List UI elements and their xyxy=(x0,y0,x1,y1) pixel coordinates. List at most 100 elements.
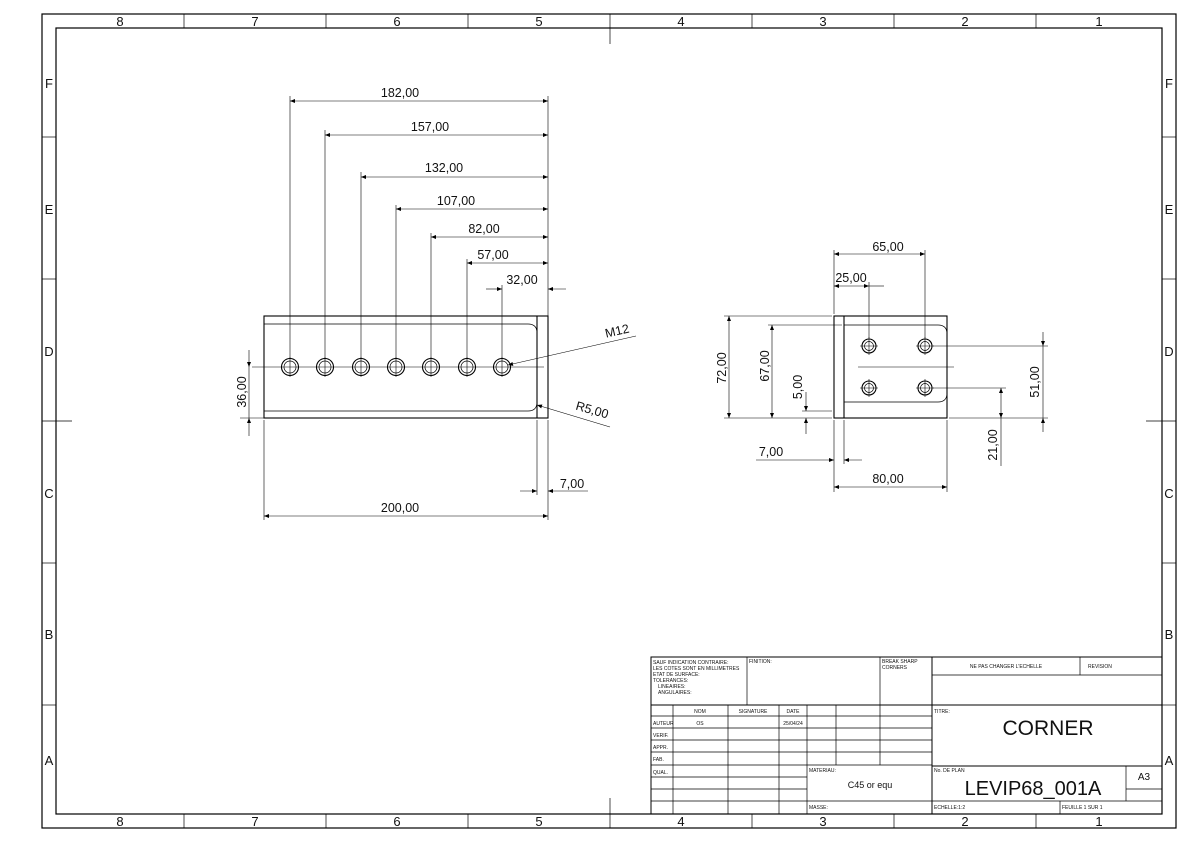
dim-51: 51,00 xyxy=(1028,366,1042,397)
hole xyxy=(916,337,934,355)
scale-note: NE PAS CHANGER L'ECHELLE xyxy=(970,664,1043,670)
zone-labels-top: 8 7 6 5 4 3 2 1 xyxy=(116,14,1102,29)
zone-col-label: 3 xyxy=(819,14,826,29)
m12-holes xyxy=(280,357,512,377)
sheet-size: A3 xyxy=(1138,772,1151,783)
zone-row-label: C xyxy=(44,486,53,501)
revision-label: REVISION xyxy=(1088,664,1112,670)
end-left-dimensions: 72,00 67,00 5,00 xyxy=(715,315,842,434)
zone-row-label: E xyxy=(45,202,54,217)
zone-row-label: E xyxy=(1165,202,1174,217)
bottom-dimensions: 200,00 7,00 xyxy=(263,420,588,520)
dim-107: 107,00 xyxy=(437,194,475,208)
note-line: SAUF INDICATION CONTRAIRE: xyxy=(653,660,728,666)
hole xyxy=(421,357,441,377)
role-label: FAB. xyxy=(653,757,664,763)
zone-col-label: 7 xyxy=(251,14,258,29)
hole xyxy=(386,357,406,377)
break-sharp-line2: CORNERS xyxy=(882,665,908,671)
dim-200: 200,00 xyxy=(381,501,419,515)
role-label: QUAL. xyxy=(653,770,668,776)
drawing-title: CORNER xyxy=(1002,717,1093,740)
dim-36: 36,00 xyxy=(235,376,249,407)
note-line: LES COTES SONT EN MILLIMETRES xyxy=(653,666,740,672)
dim-7: 7,00 xyxy=(560,477,584,491)
dim-157: 157,00 xyxy=(411,120,449,134)
dim-5: 5,00 xyxy=(791,375,805,399)
zone-row-label: B xyxy=(45,627,54,642)
dim-25: 25,00 xyxy=(835,271,866,285)
sheet-number: FEUILLE 1 SUR 1 xyxy=(1062,805,1103,811)
dim-36-group: 36,00 xyxy=(235,350,264,436)
dim-182: 182,00 xyxy=(381,86,419,100)
header-date: DATE xyxy=(787,709,801,715)
general-notes: SAUF INDICATION CONTRAIRE: LES COTES SON… xyxy=(653,660,740,696)
zone-col-label: 1 xyxy=(1095,14,1102,29)
end-right-dimensions: 51,00 21,00 xyxy=(933,332,1048,466)
zone-col-label: 4 xyxy=(677,814,684,829)
dim-65: 65,00 xyxy=(872,240,903,254)
zone-row-label: F xyxy=(45,76,53,91)
zone-col-label: 5 xyxy=(535,14,542,29)
zone-row-label: B xyxy=(1165,627,1174,642)
roles: AUTEUR VERIF. APPR. FAB. QUAL. xyxy=(653,721,674,776)
inner-border xyxy=(55,27,1163,815)
dim-32: 32,00 xyxy=(506,273,537,287)
header-nom: NOM xyxy=(694,709,706,715)
zone-col-label: 4 xyxy=(677,14,684,29)
end-view-holes xyxy=(860,337,934,397)
header-signature: SIGNATURE xyxy=(739,709,768,715)
zone-col-label: 6 xyxy=(393,14,400,29)
zone-col-label: 3 xyxy=(819,814,826,829)
dim-57: 57,00 xyxy=(477,248,508,262)
hole xyxy=(860,379,878,397)
zone-col-label: 8 xyxy=(116,14,123,29)
material-value: C45 or equ xyxy=(848,780,893,790)
zone-row-label: A xyxy=(1165,753,1174,768)
author-date: 25/04/24 xyxy=(783,721,803,727)
end-top-dimensions: 65,00 25,00 xyxy=(833,240,926,338)
zone-labels-left: F E D C B A xyxy=(44,76,53,768)
zone-col-label: 8 xyxy=(116,814,123,829)
hole xyxy=(315,357,335,377)
note-line: ETAT DE SURFACE: xyxy=(653,672,700,678)
finish-label: FINITION: xyxy=(749,659,772,665)
zone-dividers xyxy=(42,14,1176,828)
mass-label: MASSE: xyxy=(809,805,828,811)
zone-row-label: D xyxy=(44,344,53,359)
author-name: OS xyxy=(696,721,704,727)
role-label: AUTEUR xyxy=(653,721,674,727)
title-label: TITRE: xyxy=(934,709,950,715)
thread-callout: M12 xyxy=(604,322,631,341)
hole-position-dimensions: 182,00 157,00 132,00 107,00 82,00 57,00 … xyxy=(289,86,566,359)
material-label: MATERIAU: xyxy=(809,768,836,774)
zone-labels-bottom: 8 7 6 5 4 3 2 1 xyxy=(116,814,1102,829)
zone-col-label: 7 xyxy=(251,814,258,829)
zone-col-label: 5 xyxy=(535,814,542,829)
dim-80: 80,00 xyxy=(872,472,903,486)
hole xyxy=(916,379,934,397)
zone-row-label: F xyxy=(1165,76,1173,91)
dim-82: 82,00 xyxy=(468,222,499,236)
note-line: TOLERANCES: xyxy=(653,678,688,684)
break-sharp-line1: BREAK SHARP xyxy=(882,659,918,665)
dim-67: 67,00 xyxy=(758,350,772,381)
zone-col-label: 2 xyxy=(961,14,968,29)
side-view: 182,00 157,00 132,00 107,00 82,00 57,00 … xyxy=(235,86,637,520)
zone-labels-right: F E D C B A xyxy=(1164,76,1173,768)
role-label: APPR. xyxy=(653,745,668,751)
hole xyxy=(492,357,512,377)
dim-72: 72,00 xyxy=(715,352,729,383)
role-label: VERIF. xyxy=(653,733,669,739)
outer-border xyxy=(41,13,1177,829)
drawing-no-label: No. DE PLAN xyxy=(934,768,965,774)
drawing-number: LEVIP68_001A xyxy=(965,778,1102,800)
zone-col-label: 6 xyxy=(393,814,400,829)
hole xyxy=(280,357,300,377)
dim-21: 21,00 xyxy=(986,429,1000,460)
note-line: ANGULAIRES: xyxy=(658,690,692,696)
zone-row-label: A xyxy=(45,753,54,768)
title-block: SAUF INDICATION CONTRAIRE: LES COTES SON… xyxy=(650,656,1163,815)
end-view: 65,00 25,00 72,00 67,00 5,00 xyxy=(715,240,1048,492)
